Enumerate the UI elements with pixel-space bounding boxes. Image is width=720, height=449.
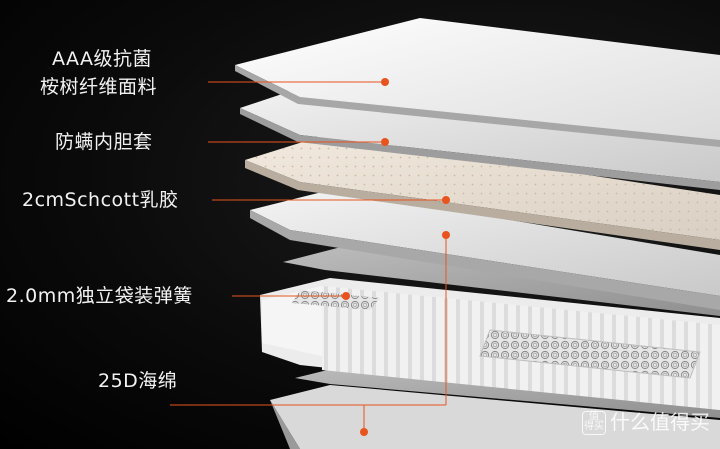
watermark-text: 什么值得买 — [610, 409, 710, 434]
base-layer — [270, 385, 720, 449]
label-inner-cover: 防螨内胆套 — [55, 131, 153, 153]
top-fabric-layer — [235, 18, 720, 147]
label-spring: 2.0mm独立袋装弹簧 — [6, 285, 193, 307]
latex-layer — [245, 135, 720, 250]
spring-layer — [260, 278, 720, 410]
watermark-logo-icon: 值 得买 — [582, 411, 606, 435]
leader-dots — [342, 78, 450, 436]
leader-lines — [170, 81, 447, 432]
watermark: 值 得买什么值得买 — [582, 406, 710, 435]
white-board-layer — [250, 190, 720, 310]
spring-cover-sheet — [283, 246, 720, 316]
label-latex: 2cmSchcott乳胶 — [22, 189, 179, 211]
label-foam: 25D海绵 — [98, 370, 178, 392]
label-fabric-line1: AAA级抗菌 — [52, 48, 153, 70]
label-fabric-line2: 桉树纤维面料 — [40, 76, 158, 98]
